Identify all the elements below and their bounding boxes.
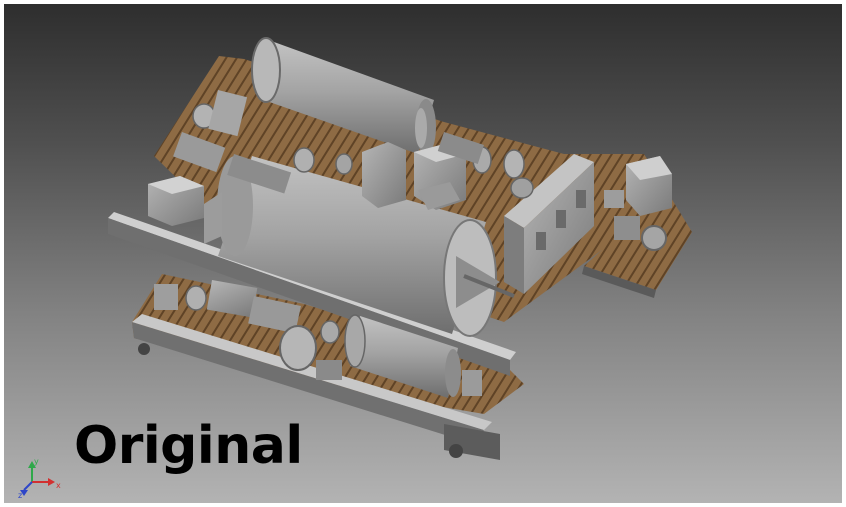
view-caption-label: Original — [74, 416, 303, 476]
z-axis-letter: z — [18, 491, 22, 498]
lower-drum-cylinder — [344, 314, 461, 398]
x-axis-arrow — [48, 478, 55, 486]
x-axis-letter: x — [56, 481, 61, 490]
axis-triad-icon[interactable]: x y z — [18, 452, 64, 498]
right-motor-group — [604, 156, 672, 251]
main-drum-cylinder — [217, 156, 515, 337]
cad-model-assembly[interactable] — [4, 4, 842, 503]
y-axis-arrow — [28, 461, 36, 468]
z-axis-arrow — [20, 490, 28, 496]
z-axis-line — [23, 481, 33, 491]
left-drive-units — [148, 90, 353, 244]
upper-drum-cylinder — [251, 37, 436, 155]
right-gearbox-housing — [504, 154, 594, 294]
3d-viewport[interactable]: Original x y z — [4, 4, 842, 503]
center-drive-units — [362, 132, 534, 210]
lower-drive-units — [154, 280, 482, 396]
y-axis-letter: y — [34, 457, 39, 466]
